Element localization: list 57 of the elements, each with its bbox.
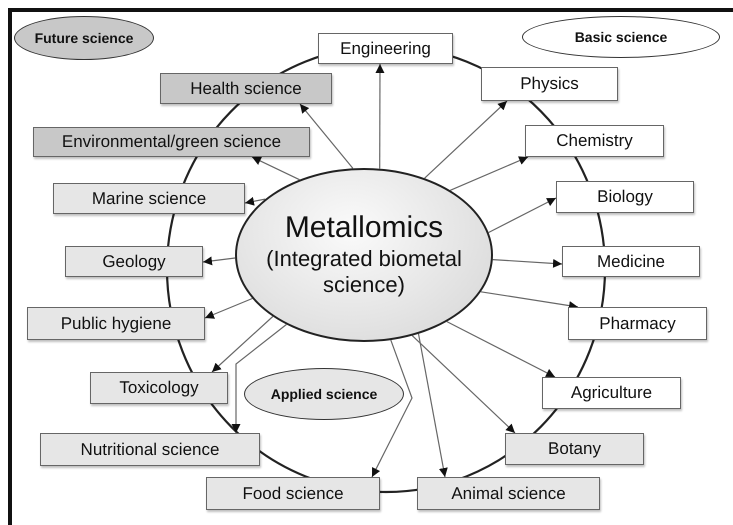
field-label: Agriculture <box>570 383 652 403</box>
arrow <box>446 321 556 378</box>
field-label: Chemistry <box>556 131 633 151</box>
field-box <box>481 67 618 101</box>
field-box <box>206 477 380 510</box>
field-box <box>556 181 694 213</box>
field-label: Toxicology <box>119 378 199 398</box>
arrow <box>450 156 528 191</box>
arrow <box>252 156 300 180</box>
category-ellipse <box>14 16 154 60</box>
arrow <box>212 316 274 372</box>
field-label: Medicine <box>596 252 666 272</box>
field-box <box>27 307 205 340</box>
arrow <box>371 340 413 478</box>
field-box <box>505 433 644 465</box>
arrow <box>488 197 556 234</box>
field-box <box>542 377 681 409</box>
field-label: Environmental/green science <box>62 132 282 152</box>
field-label: Biology <box>597 187 653 207</box>
central-subtitle: (Integrated biometal science) <box>265 246 463 299</box>
arrow <box>244 196 266 206</box>
field-box <box>40 433 260 466</box>
category-label: Basic science <box>574 29 668 45</box>
arrow <box>418 334 448 478</box>
field-box <box>525 125 664 157</box>
field-box <box>562 246 700 277</box>
arrow <box>300 104 354 169</box>
field-box <box>417 477 600 510</box>
field-label: Animal science <box>451 484 566 504</box>
field-box <box>53 183 245 214</box>
arrow <box>424 100 508 179</box>
field-label: Geology <box>102 252 166 272</box>
field-box <box>160 73 332 104</box>
arrow <box>492 258 562 268</box>
category-label: Applied science <box>270 386 378 402</box>
field-label: Food science <box>242 484 344 504</box>
arrow <box>375 64 384 169</box>
arrow <box>412 335 516 434</box>
category-label: Future science <box>34 30 134 46</box>
field-label: Public hygiene <box>60 314 172 334</box>
field-box <box>568 307 707 340</box>
field-box <box>90 372 228 404</box>
field-box <box>33 127 310 157</box>
central-title: Metallomics <box>284 211 444 246</box>
field-label: Physics <box>520 74 579 94</box>
arrow <box>204 298 253 319</box>
arrow <box>202 256 236 266</box>
category-ellipse <box>244 368 404 420</box>
field-label: Botany <box>548 439 601 459</box>
field-label: Pharmacy <box>599 314 676 334</box>
field-label: Engineering <box>340 38 431 58</box>
field-label: Nutritional science <box>80 440 220 460</box>
field-label: Marine science <box>92 188 206 208</box>
arrow <box>232 324 287 433</box>
field-box <box>318 33 453 64</box>
field-label: Health science <box>190 78 302 98</box>
field-box <box>65 246 203 277</box>
